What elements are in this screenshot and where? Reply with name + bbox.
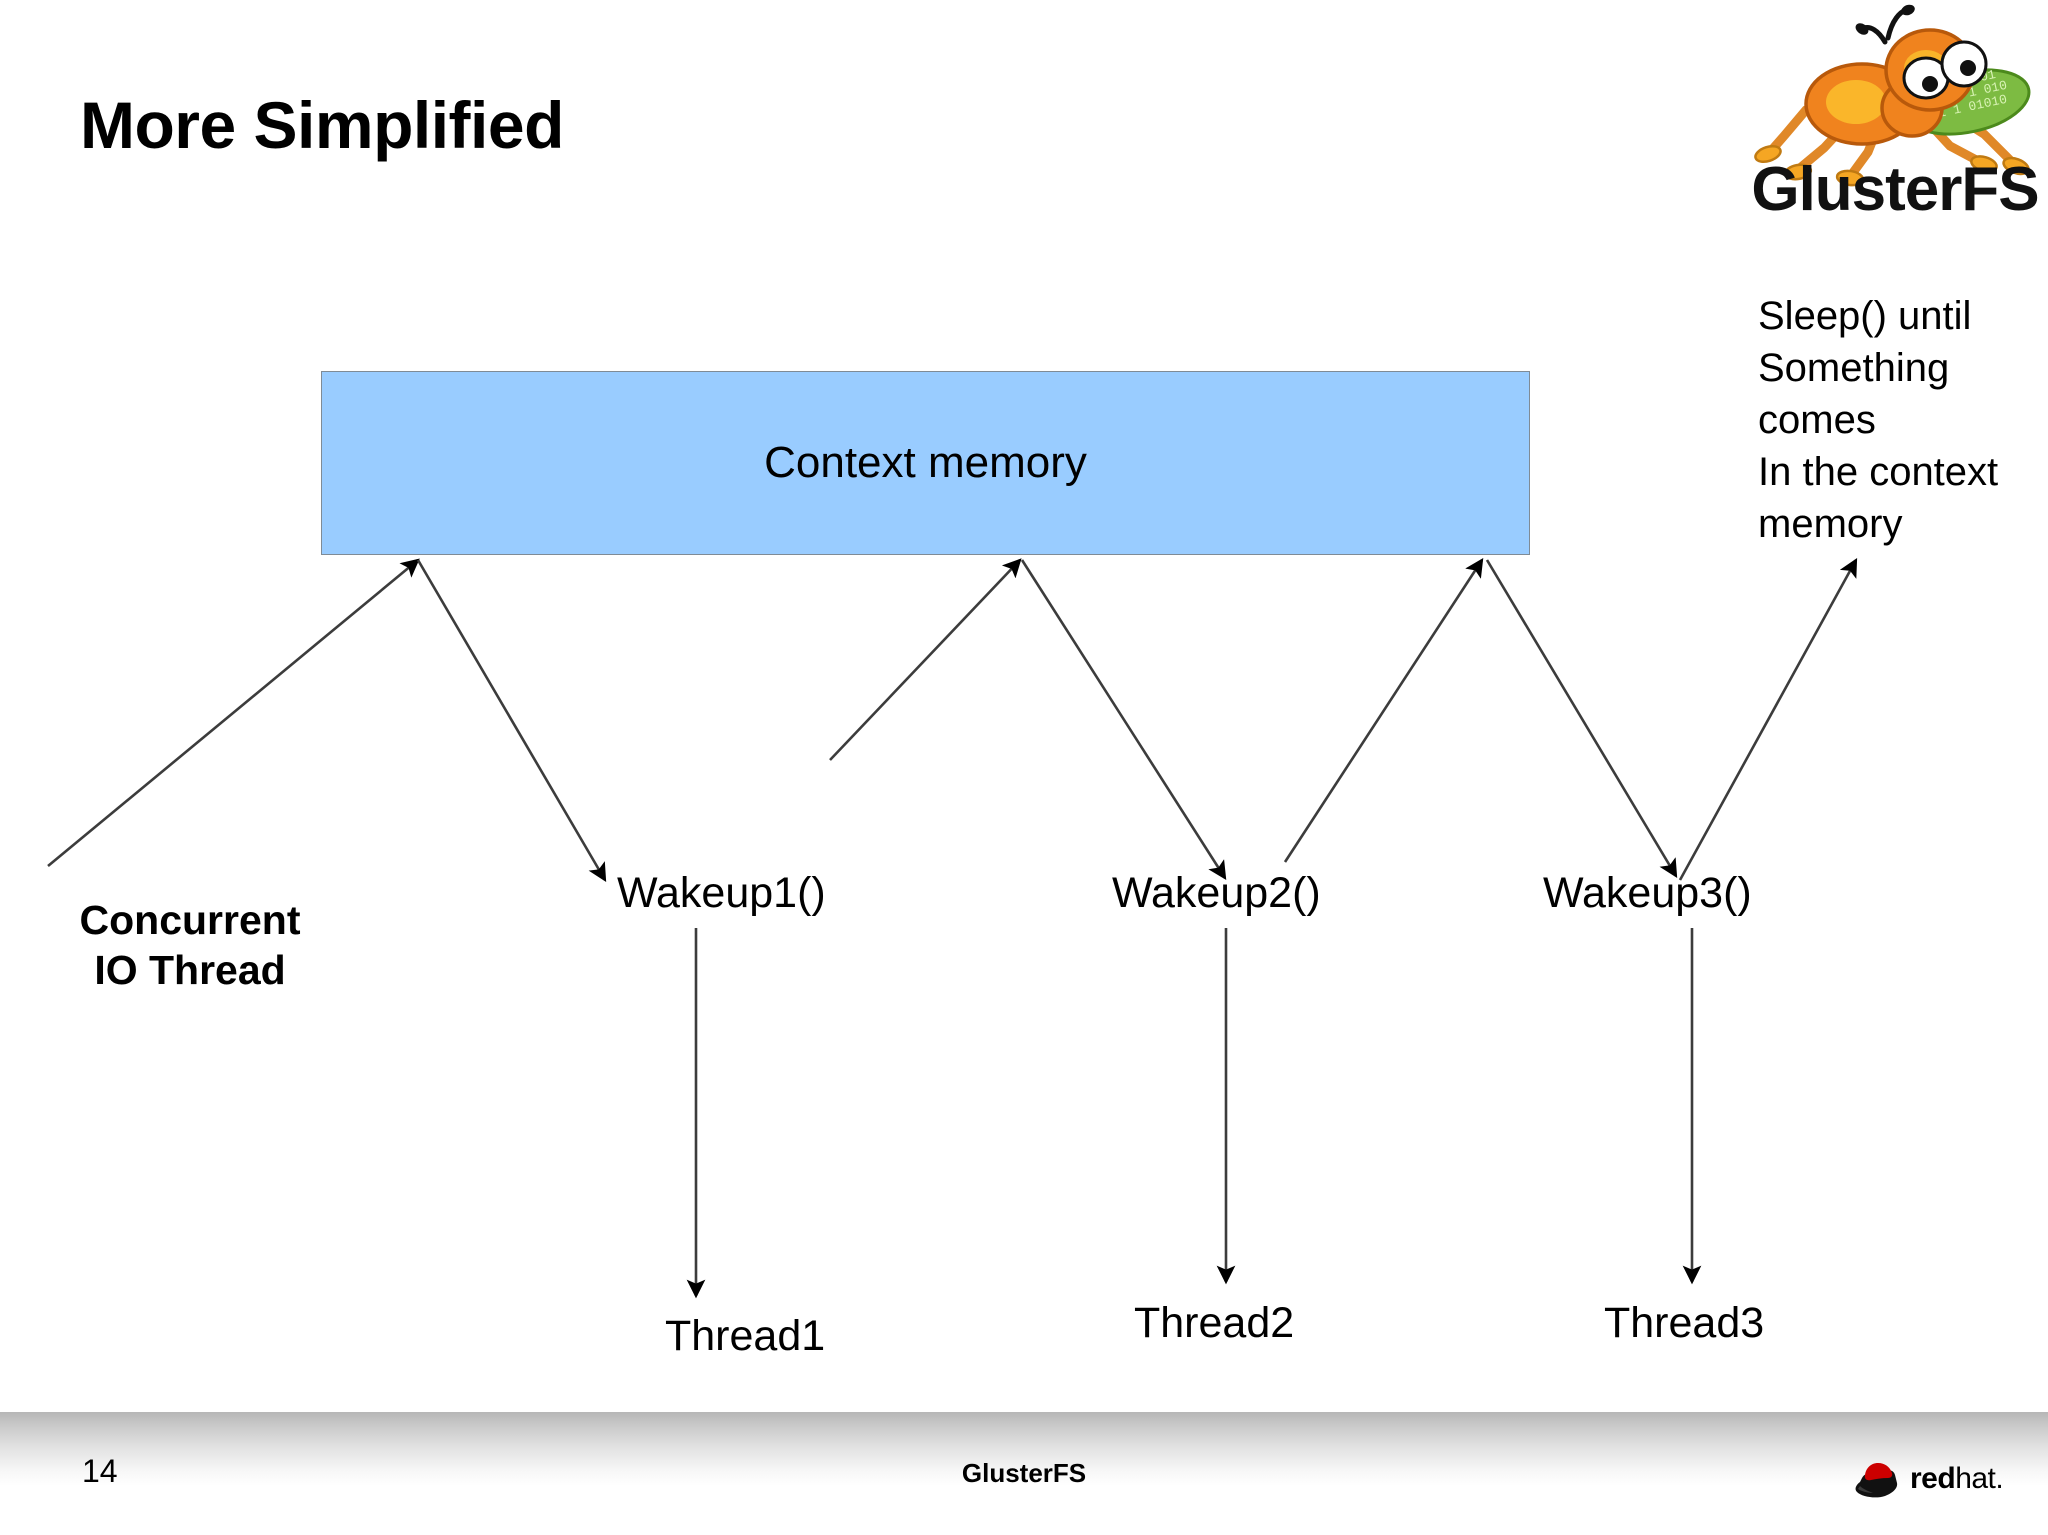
arrow-wakeup1-to-context — [829, 558, 1022, 761]
svg-text:GlusterFS: GlusterFS — [1751, 155, 2038, 217]
sleep-note-line-4: In the context — [1758, 450, 1999, 494]
concurrent-line-2: IO Thread — [94, 947, 286, 993]
arrow-context-to-wakeup1 — [416, 559, 607, 883]
sleep-note-line-5: memory — [1758, 502, 1903, 546]
footer-title: GlusterFS — [961, 1458, 1087, 1488]
glusterfs-logo: 1100 0 001 0 1100 1 010 0101 1 01010 Glu… — [1740, 2, 2048, 224]
redhat-word-bold: red — [1910, 1462, 1956, 1495]
context-memory-box: Context memory — [321, 371, 1530, 555]
arrow-context-to-wakeup3 — [1485, 559, 1678, 879]
sleep-note-line-3: comes — [1758, 398, 1876, 442]
footer-band — [0, 1412, 2048, 1486]
arrow-concurrent-to-context — [47, 558, 420, 868]
arrow-wakeup2-to-context — [1283, 558, 1484, 863]
concurrent-line-1: Concurrent — [79, 897, 301, 943]
thread3-label: Thread3 — [1604, 1299, 1765, 1347]
thread2-label: Thread2 — [1134, 1299, 1295, 1347]
wakeup2-label: Wakeup2() — [1112, 869, 1321, 917]
wakeup3-label: Wakeup3() — [1543, 869, 1752, 917]
context-memory-label: Context memory — [764, 438, 1087, 487]
sleep-note-line-2: Something — [1758, 346, 1950, 390]
redhat-word-light: hat. — [1955, 1462, 2004, 1495]
redhat-logo: redhat. — [1852, 1452, 2027, 1506]
redhat-shadowman-icon — [1855, 1463, 1898, 1498]
arrow-context-to-wakeup2 — [1020, 559, 1227, 880]
arrow-wakeup3-to-sleep-note — [1678, 557, 1858, 881]
sleep-note-line-1: Sleep() until — [1758, 294, 1972, 338]
page-title: More Simplified — [80, 88, 564, 162]
wakeup1-label: Wakeup1() — [617, 869, 826, 917]
thread1-label: Thread1 — [665, 1312, 826, 1360]
redhat-wordmark: redhat. — [1910, 1462, 2004, 1495]
page-number: 14 — [82, 1453, 118, 1489]
